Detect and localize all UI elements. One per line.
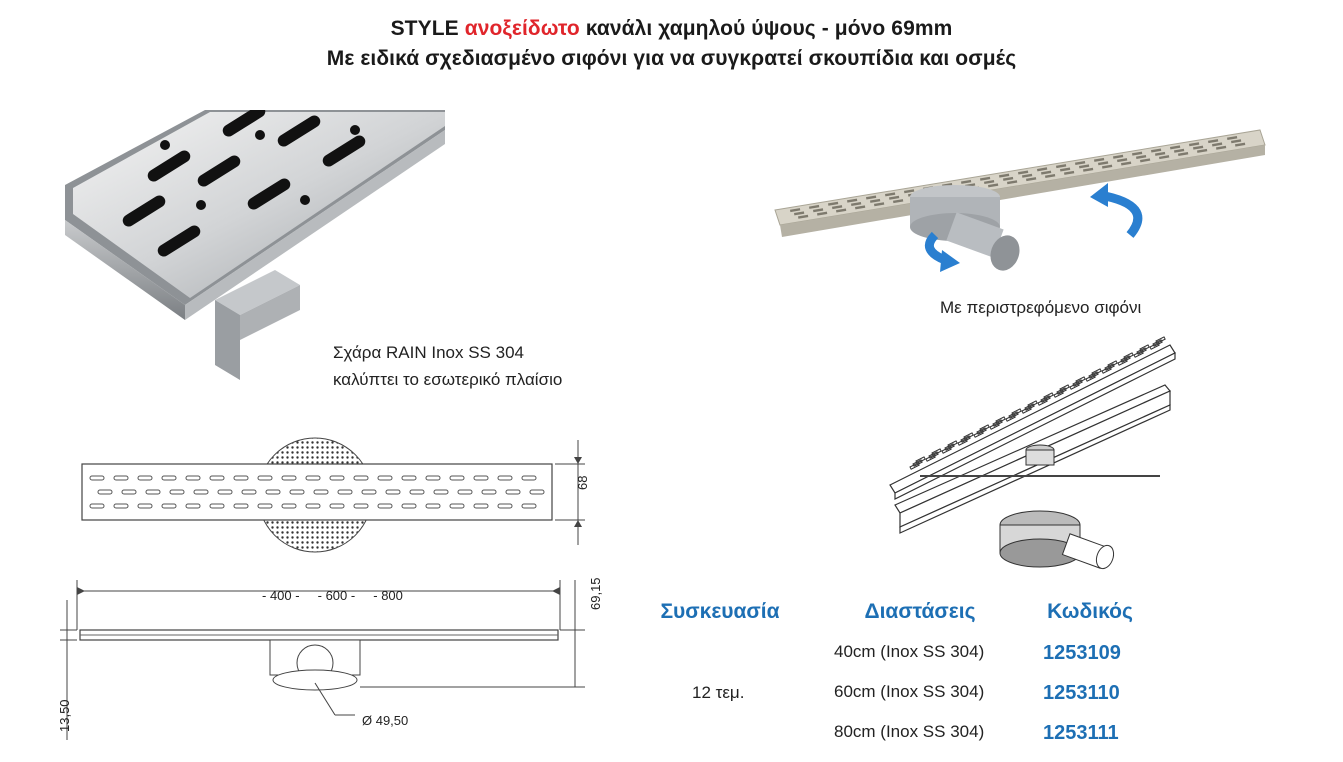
side-view-drawing <box>60 580 585 740</box>
rotating-siphon-image: /* decorative slots drawn below */ <box>774 129 1266 272</box>
grate-caption-line-1: Σχάρα RAIN Inox SS 304 <box>333 343 524 362</box>
grate-closeup-image <box>65 110 445 380</box>
title-line-2: Με ειδικά σχεδιασμένο σιφόνι για να συγκ… <box>326 47 1017 70</box>
code-row-1: 1253109 <box>1043 642 1121 664</box>
total-height-label: 69,15 <box>588 577 603 610</box>
code-row-3: 1253111 <box>1043 722 1119 744</box>
grate-caption-line-2: καλύπτει το εσωτερικό πλαίσιο <box>333 370 563 389</box>
title-line-1: STYLE ανοξείδωτο κανάλι χαμηλού ύψους - … <box>0 17 1343 41</box>
header-package: Συσκευασία <box>660 600 780 623</box>
exploded-drawing <box>889 336 1176 570</box>
height-68-label: 68 <box>575 475 590 490</box>
package-value: 12 τεμ. <box>692 683 745 702</box>
rotating-caption: Με περιστρεφόμενο σιφόνι <box>940 298 1142 317</box>
header-code: Κωδικός <box>1047 600 1133 623</box>
dimension-row-3: 80cm (Inox SS 304) <box>834 722 985 741</box>
code-row-2: 1253110 <box>1043 682 1120 704</box>
dimension-row-2: 60cm (Inox SS 304) <box>834 682 985 701</box>
diameter-label: Ø 49,50 <box>362 713 409 728</box>
highlight-word: ανοξείδωτο <box>464 17 580 40</box>
brand-name: STYLE <box>390 17 459 40</box>
top-view-drawing <box>81 437 585 553</box>
header-dimensions: Διαστάσεις <box>864 600 976 623</box>
title-rest: κανάλι χαμηλού ύψους - μόνο 69mm <box>585 17 953 40</box>
dimension-row-1: 40cm (Inox SS 304) <box>834 642 985 661</box>
frame-height-label: 13,50 <box>57 699 72 732</box>
length-options: - 400 - - 600 - - 800 <box>262 588 403 603</box>
